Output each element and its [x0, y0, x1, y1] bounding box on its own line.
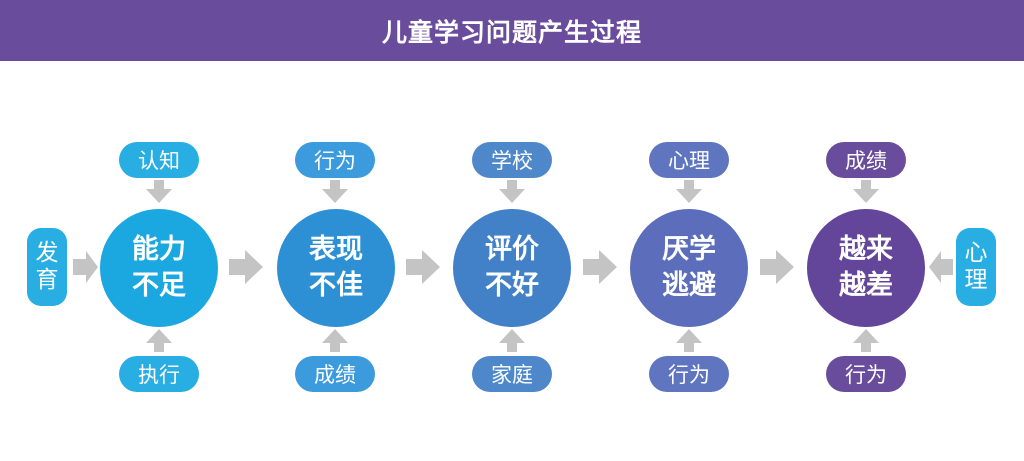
- stage-1-top-label: 认知: [138, 149, 180, 173]
- stage-4-bottom-pill: 行为: [649, 356, 729, 392]
- stage-3-bottom-pill: 家庭: [472, 356, 552, 392]
- stage-5-top-pill: 成绩: [826, 142, 906, 178]
- arrow-up-icon: [146, 329, 172, 352]
- arrow-up-icon: [676, 329, 702, 352]
- page-title: 儿童学习问题产生过程: [381, 17, 642, 47]
- arrow-right-icon: [73, 251, 98, 283]
- factor-left: 发 育: [27, 228, 67, 306]
- arrow-up-icon: [322, 329, 348, 352]
- stage-5-line2: 越差: [839, 270, 893, 301]
- stage-4-line2: 逃避: [662, 270, 716, 301]
- arrow-down-icon: [322, 180, 348, 203]
- stage-4-top-label: 心理: [668, 149, 710, 173]
- stage-2-bottom-label: 成绩: [314, 363, 356, 387]
- factor-right-line2: 理: [964, 267, 988, 293]
- arrow-right-icon: [760, 250, 794, 284]
- stage-1-circle: 能力 不足: [100, 209, 218, 327]
- stage-4-circle: 厌学 逃避: [630, 209, 748, 327]
- arrow-right-icon: [229, 250, 263, 284]
- stage-1-top-pill: 认知: [119, 142, 199, 178]
- arrow-right-icon: [406, 250, 440, 284]
- arrow-down-icon: [853, 180, 879, 203]
- title-bar: 儿童学习问题产生过程: [0, 0, 1024, 61]
- stage-3-top-label: 学校: [491, 149, 533, 173]
- stage-3-top-pill: 学校: [472, 142, 552, 178]
- stage-4-line1: 厌学: [662, 234, 716, 265]
- stage-2-circle: 表现 不佳: [277, 209, 395, 327]
- stage-1-bottom-pill: 执行: [119, 356, 199, 392]
- arrow-up-icon: [853, 329, 879, 352]
- stage-2-line2: 不佳: [309, 270, 363, 301]
- stage-5-line1: 越来: [839, 234, 893, 265]
- arrow-down-icon: [499, 180, 525, 203]
- arrow-left-icon: [929, 251, 953, 283]
- stage-2-bottom-pill: 成绩: [295, 356, 375, 392]
- factor-left-line1: 发: [35, 240, 59, 266]
- stage-4-top-pill: 心理: [649, 142, 729, 178]
- stage-3-circle: 评价 不好: [453, 209, 571, 327]
- stage-2-line1: 表现: [309, 234, 363, 265]
- stage-3-bottom-label: 家庭: [491, 363, 533, 387]
- factor-left-line2: 育: [35, 267, 59, 293]
- stage-5-circle: 越来 越差: [807, 209, 925, 327]
- arrow-up-icon: [499, 329, 525, 352]
- stage-3-line1: 评价: [485, 234, 539, 265]
- stage-2-top-pill: 行为: [295, 142, 375, 178]
- stage-2-top-label: 行为: [314, 149, 356, 173]
- stage-1-line2: 不足: [132, 270, 186, 301]
- stage-5-bottom-label: 行为: [845, 363, 887, 387]
- factor-right-line1: 心: [964, 240, 988, 266]
- arrow-down-icon: [146, 180, 172, 203]
- arrow-right-icon: [583, 250, 617, 284]
- stage-1-bottom-label: 执行: [138, 363, 180, 387]
- stage-3-line2: 不好: [485, 270, 539, 301]
- arrow-down-icon: [676, 180, 702, 203]
- stage-4-bottom-label: 行为: [668, 363, 710, 387]
- stage-1-line1: 能力: [132, 234, 186, 265]
- stage-5-top-label: 成绩: [845, 149, 887, 173]
- factor-right: 心 理: [956, 228, 996, 306]
- stage-5-bottom-pill: 行为: [826, 356, 906, 392]
